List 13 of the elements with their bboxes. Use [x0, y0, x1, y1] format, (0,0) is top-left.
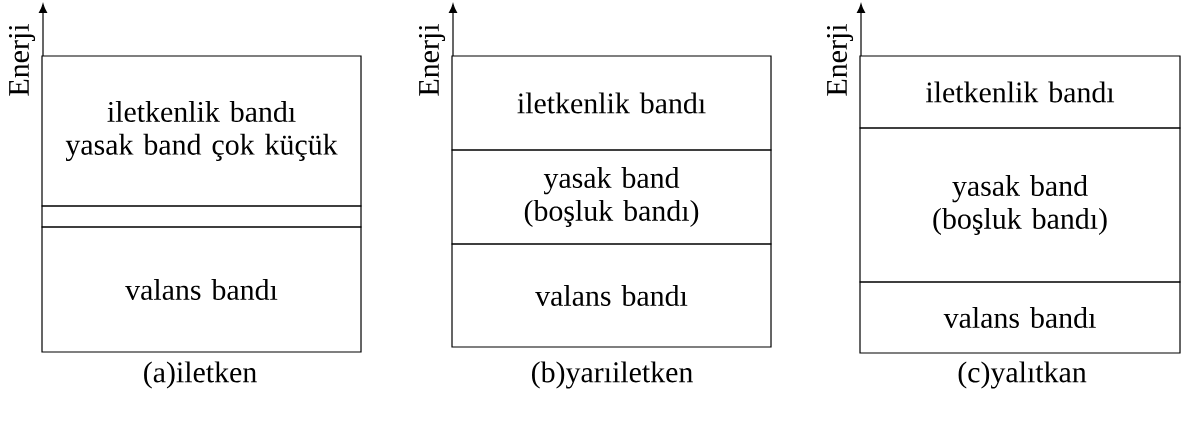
energy-band: iletkenlik bandı yasak band çok küçük [41, 55, 362, 207]
energy-band: iletkenlik bandı [451, 55, 772, 151]
energy-band: iletkenlik bandı [859, 55, 1181, 129]
energy-band: valans bandı [451, 243, 772, 348]
caption: (c)yalıtkan [958, 361, 1087, 389]
narrow-band [41, 205, 362, 228]
energy-band: valans bandı [41, 226, 362, 353]
axis-label: Enerji [418, 24, 446, 96]
energy-band: yasak band (boşluk bandı) [451, 149, 772, 245]
energy-band: valans bandı [859, 281, 1181, 354]
energy-band: yasak band (boşluk bandı) [859, 127, 1181, 283]
axis-label: Enerji [826, 24, 854, 96]
axis-label: Enerji [8, 24, 36, 96]
